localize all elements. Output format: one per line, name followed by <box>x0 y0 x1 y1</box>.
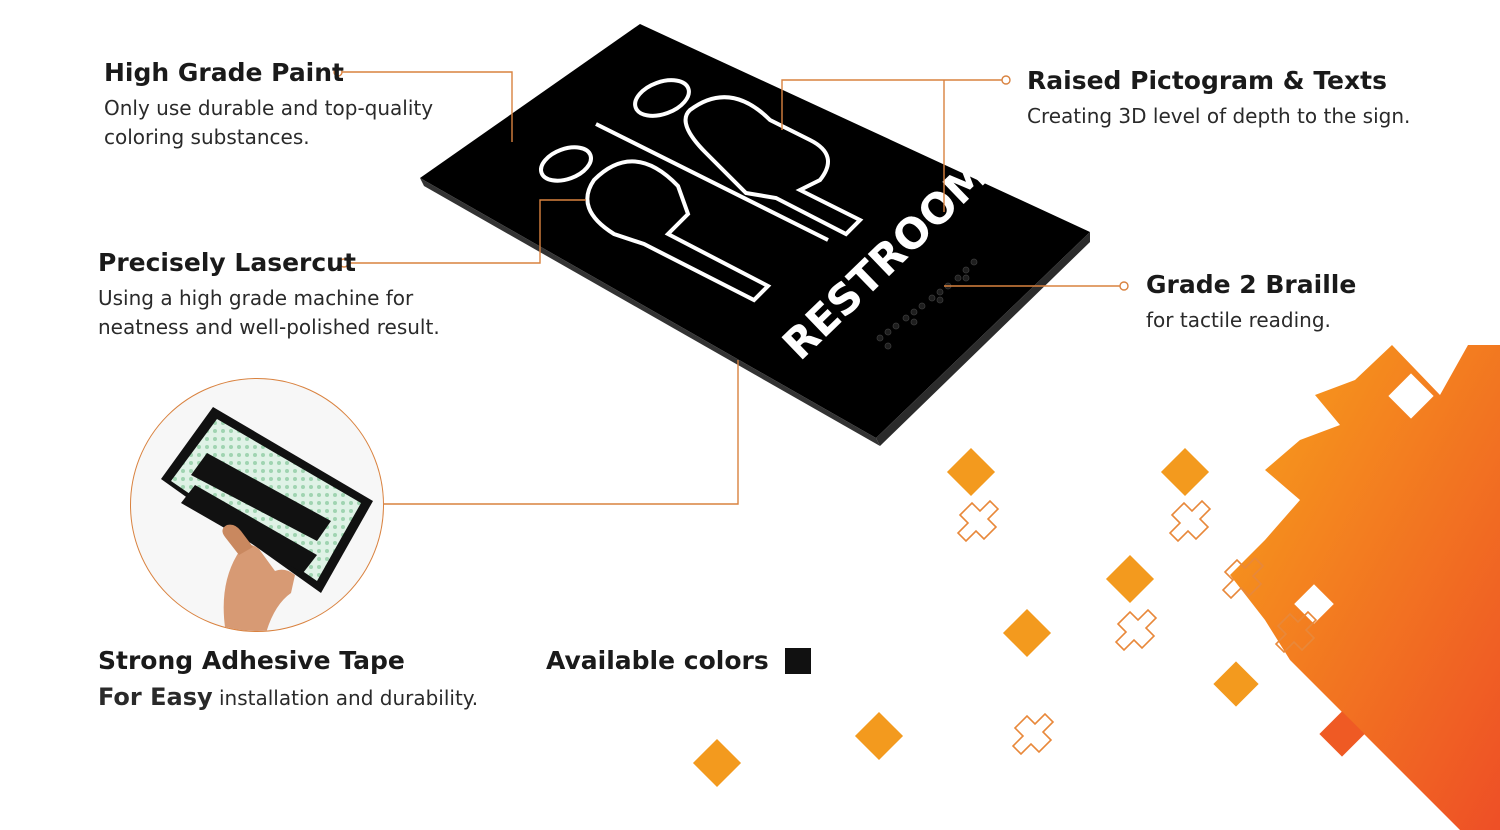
feature-desc-rest: installation and durability. <box>212 686 479 710</box>
feature-raised-pictogram: Raised Pictogram & Texts Creating 3D lev… <box>1027 66 1487 131</box>
feature-description: For Easy installation and durability. <box>98 680 558 715</box>
available-colors-label: Available colors <box>546 646 769 675</box>
feature-description: for tactile reading. <box>1146 308 1331 332</box>
orange-diamonds <box>692 447 1365 788</box>
color-swatch-black[interactable] <box>784 647 811 674</box>
feature-title: Strong Adhesive Tape <box>98 646 405 675</box>
feature-description: Using a high grade machine for neatness … <box>98 284 518 342</box>
leader-lines <box>333 67 1129 505</box>
orange-stair-shape <box>1230 345 1500 830</box>
feature-title: High Grade Paint <box>104 58 345 87</box>
feature-high-grade-paint: High Grade Paint Only use durable and to… <box>104 58 484 152</box>
feature-description: Creating 3D level of depth to the sign. <box>1027 104 1411 128</box>
feature-desc-line: Only use durable and top-quality <box>104 96 434 120</box>
feature-desc-line: neatness and well-polished result. <box>98 315 440 339</box>
feature-description: Only use durable and top-quality colorin… <box>104 94 484 152</box>
feature-desc-bold: For Easy <box>98 683 213 711</box>
feature-desc-line: Using a high grade machine for <box>98 286 414 310</box>
feature-title: Precisely Lasercut <box>98 248 356 277</box>
feature-title: Raised Pictogram & Texts <box>1027 66 1387 95</box>
adhesive-tape-inset <box>130 378 384 632</box>
outlined-puzzle-shapes <box>956 499 1318 756</box>
restroom-pictogram-icon <box>539 78 864 303</box>
braille-dots <box>876 258 978 350</box>
available-colors: Available colors <box>546 646 811 675</box>
feature-desc-line: coloring substances. <box>104 125 310 149</box>
sign-body <box>420 24 1090 446</box>
adhesive-tape-image <box>161 407 373 631</box>
feature-grade-2-braille: Grade 2 Braille for tactile reading. <box>1146 270 1476 335</box>
feature-strong-adhesive-tape: Strong Adhesive Tape For Easy installati… <box>98 646 558 715</box>
feature-title: Grade 2 Braille <box>1146 270 1357 299</box>
feature-precisely-lasercut: Precisely Lasercut Using a high grade ma… <box>98 248 518 342</box>
